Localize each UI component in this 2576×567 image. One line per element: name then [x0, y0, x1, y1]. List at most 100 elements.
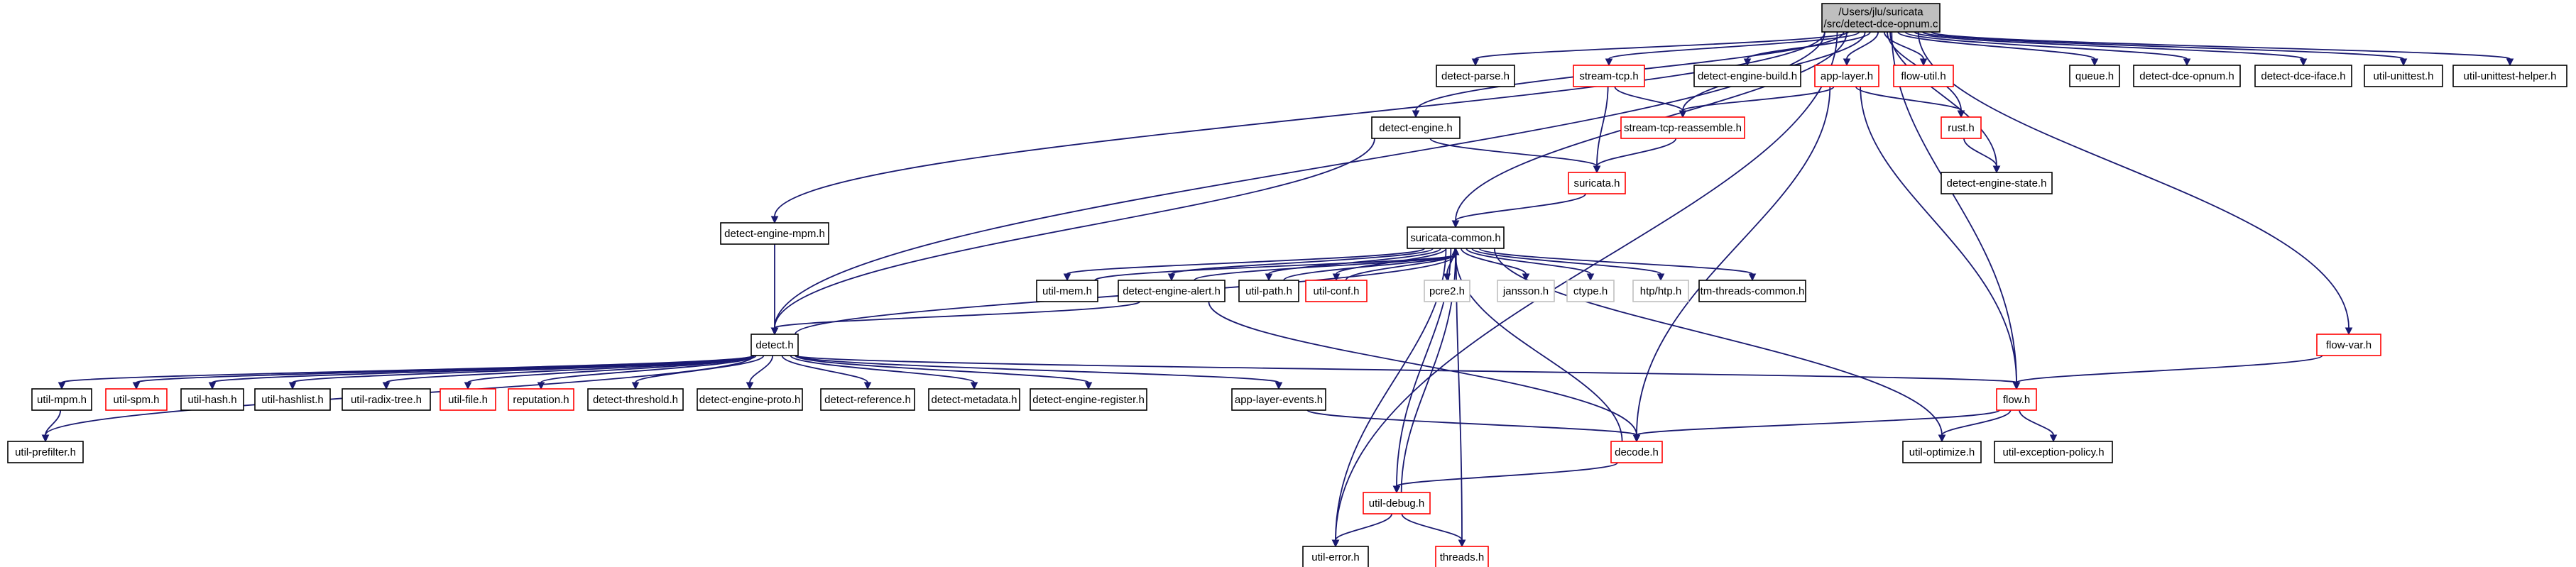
node-tm-threads-common[interactable]: tm-threads-common.h	[1698, 280, 1806, 302]
edge-line	[774, 31, 1825, 217]
node-rust[interactable]: rust.h	[1941, 116, 1982, 139]
node-util-unittest[interactable]: util-unittest.h	[2364, 65, 2443, 87]
edge-root-to-detect-engine-state	[1889, 31, 2001, 174]
edge-app-layer-events-to-decode	[1306, 409, 1641, 443]
arrowhead	[1919, 58, 1928, 67]
edge-root-to-detect-dce-iface	[1914, 31, 2308, 67]
node-label: util-error.h	[1311, 551, 1360, 563]
edge-detect-to-detect-metadata	[790, 355, 978, 390]
node-threads[interactable]: threads.h	[1435, 546, 1489, 567]
edge-line	[2019, 409, 2054, 436]
node-util-prefilter[interactable]: util-prefilter.h	[7, 441, 84, 463]
node-jansson[interactable]: jansson.h	[1497, 280, 1555, 302]
edge-line	[795, 355, 1279, 383]
arrowhead	[1605, 58, 1613, 67]
node-detect-reference[interactable]: detect-reference.h	[820, 388, 915, 411]
node-htp-htp[interactable]: htp/htp.h	[1632, 280, 1689, 302]
node-flow[interactable]: flow.h	[1996, 388, 2037, 411]
node-detect-engine-mpm[interactable]: detect-engine-mpm.h	[720, 222, 829, 245]
node-label: /Users/jlu/suricata	[1838, 6, 1923, 18]
edge-app-layer-to-rust	[1855, 86, 1965, 119]
edge-util-mpm-to-util-prefilter	[41, 409, 62, 443]
edge-root-to-app-layer	[1843, 31, 1879, 67]
edge-app-layer-to-stream-tcp-reassemble	[1679, 86, 1835, 119]
edge-line	[1855, 86, 1962, 111]
edge-line	[386, 355, 755, 383]
node-stream-tcp[interactable]: stream-tcp.h	[1573, 65, 1645, 87]
node-detect[interactable]: detect.h	[751, 334, 799, 356]
node-suricata[interactable]: suricata.h	[1568, 172, 1626, 194]
edge-line	[1747, 31, 1871, 60]
node-label: util-file.h	[448, 394, 488, 406]
root-file-node[interactable]: /Users/jlu/suricata/src/detect-dce-opnum…	[1821, 3, 1941, 33]
node-util-error[interactable]: util-error.h	[1302, 546, 1369, 567]
arrowhead	[2399, 58, 2408, 67]
node-detect-parse[interactable]: detect-parse.h	[1436, 65, 1515, 87]
node-detect-engine-build[interactable]: detect-engine-build.h	[1693, 65, 1801, 87]
node-util-debug[interactable]: util-debug.h	[1363, 492, 1431, 514]
node-box	[1996, 388, 2037, 411]
edge-line	[774, 138, 1375, 329]
node-flow-util[interactable]: flow-util.h	[1893, 65, 1954, 87]
node-detect-engine-state[interactable]: detect-engine-state.h	[1941, 172, 2053, 194]
node-suricata-common[interactable]: suricata-common.h	[1407, 226, 1505, 249]
arrowhead	[1586, 273, 1595, 282]
node-ctype[interactable]: ctype.h	[1566, 280, 1615, 302]
node-util-conf[interactable]: util-conf.h	[1305, 280, 1368, 302]
edge-app-layer-to-decode	[1632, 86, 1831, 443]
node-util-path[interactable]: util-path.h	[1238, 280, 1299, 302]
edge-detect-to-util-radix-tree	[382, 355, 755, 390]
node-detect-dce-opnum[interactable]: detect-dce-opnum.h	[2133, 65, 2241, 87]
node-util-mpm[interactable]: util-mpm.h	[31, 388, 92, 411]
arrowhead	[1275, 382, 1283, 390]
arrowhead	[2506, 58, 2514, 67]
node-util-hash[interactable]: util-hash.h	[180, 388, 244, 411]
node-util-optimize[interactable]: util-optimize.h	[1902, 441, 1982, 463]
arrowhead	[464, 382, 472, 390]
node-label: util-optimize.h	[1909, 446, 1975, 458]
edge-stream-tcp-reassemble-to-suricata	[1593, 138, 1677, 174]
node-util-file[interactable]: util-file.h	[440, 388, 496, 411]
node-box	[1568, 172, 1626, 194]
arrowhead	[1743, 58, 1752, 67]
node-detect-dce-iface[interactable]: detect-dce-iface.h	[2254, 65, 2352, 87]
arrowhead	[208, 382, 217, 390]
node-util-unittest-helper[interactable]: util-unittest-helper.h	[2452, 65, 2567, 87]
node-stream-tcp-reassemble[interactable]: stream-tcp-reassemble.h	[1620, 116, 1745, 139]
edge-line	[1475, 31, 1850, 60]
node-detect-engine[interactable]: detect-engine.h	[1371, 116, 1461, 139]
node-decode[interactable]: decode.h	[1610, 441, 1663, 463]
node-util-radix-tree[interactable]: util-radix-tree.h	[342, 388, 431, 411]
node-flow-var[interactable]: flow-var.h	[2316, 334, 2381, 356]
edge-rust-to-detect-engine-state	[1963, 138, 2001, 174]
node-box	[1424, 280, 1470, 302]
node-label: htp/htp.h	[1640, 285, 1681, 297]
node-detect-metadata[interactable]: detect-metadata.h	[928, 388, 1020, 411]
node-label: reputation.h	[513, 394, 569, 406]
node-pcre2[interactable]: pcre2.h	[1424, 280, 1470, 302]
edge-line	[1921, 31, 2404, 60]
node-queue[interactable]: queue.h	[2069, 65, 2120, 87]
node-util-hashlist[interactable]: util-hashlist.h	[254, 388, 331, 411]
node-util-spm[interactable]: util-spm.h	[105, 388, 168, 411]
node-detect-threshold[interactable]: detect-threshold.h	[587, 388, 684, 411]
node-label: util-prefilter.h	[15, 446, 76, 458]
node-app-layer[interactable]: app-layer.h	[1814, 65, 1879, 87]
node-box	[1573, 65, 1645, 87]
node-detect-engine-proto[interactable]: detect-engine-proto.h	[697, 388, 803, 411]
node-util-mem[interactable]: util-mem.h	[1036, 280, 1098, 302]
node-label: ctype.h	[1573, 285, 1608, 297]
node-detect-engine-alert[interactable]: detect-engine-alert.h	[1118, 280, 1226, 302]
node-box	[1435, 546, 1489, 567]
node-box	[1407, 226, 1505, 249]
node-util-exception-policy[interactable]: util-exception-policy.h	[1994, 441, 2113, 463]
edge-decode-to-util-debug	[1392, 462, 1618, 494]
node-detect-engine-register[interactable]: detect-engine-register.h	[1030, 388, 1147, 411]
node-reputation[interactable]: reputation.h	[508, 388, 574, 411]
node-app-layer-events[interactable]: app-layer-events.h	[1231, 388, 1326, 411]
node-box	[1371, 116, 1461, 139]
node-box	[254, 388, 331, 411]
edge-detect-to-app-layer-events	[795, 355, 1283, 390]
node-box	[1941, 172, 2053, 194]
arrowhead	[58, 382, 66, 390]
